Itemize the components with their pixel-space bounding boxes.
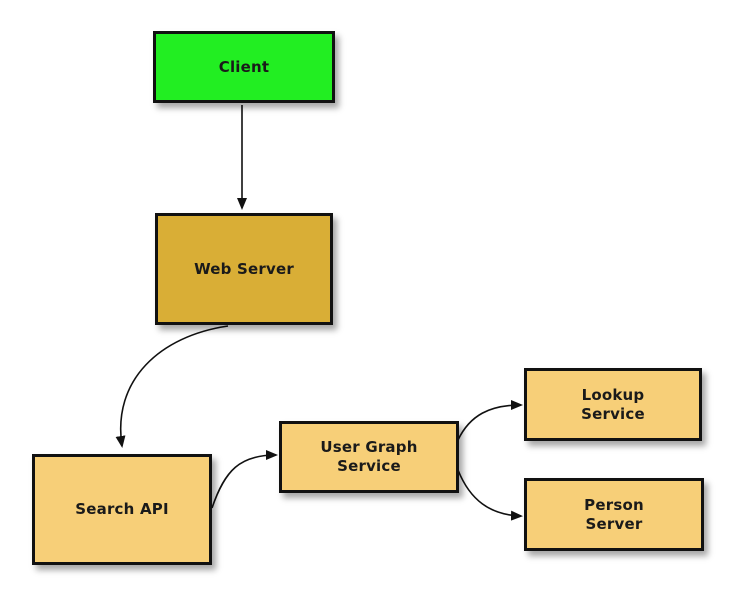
- node-user-graph-service-label: User Graph Service: [320, 438, 418, 475]
- node-client-label: Client: [218, 57, 270, 76]
- node-search-api-label: Search API: [75, 500, 169, 518]
- node-person-server-label: Person Server: [584, 495, 644, 533]
- node-lookup-service-label: Lookup Service: [581, 385, 645, 423]
- node-lookup-service: Lookup Service: [524, 368, 702, 441]
- node-web-server-label: Web Server: [194, 259, 294, 278]
- edge-web-server-to-search-api: [115, 325, 229, 448]
- edge-search-api-to-user-graph: [211, 450, 278, 509]
- node-person-server: Person Server: [524, 478, 704, 551]
- node-search-api: Search API: [32, 454, 212, 565]
- edge-user-graph-to-lookup: [457, 400, 523, 441]
- node-web-server: Web Server: [155, 213, 333, 325]
- node-user-graph-service: User Graph Service: [279, 421, 459, 493]
- edge-user-graph-to-person: [457, 469, 523, 521]
- node-client: Client: [153, 31, 335, 103]
